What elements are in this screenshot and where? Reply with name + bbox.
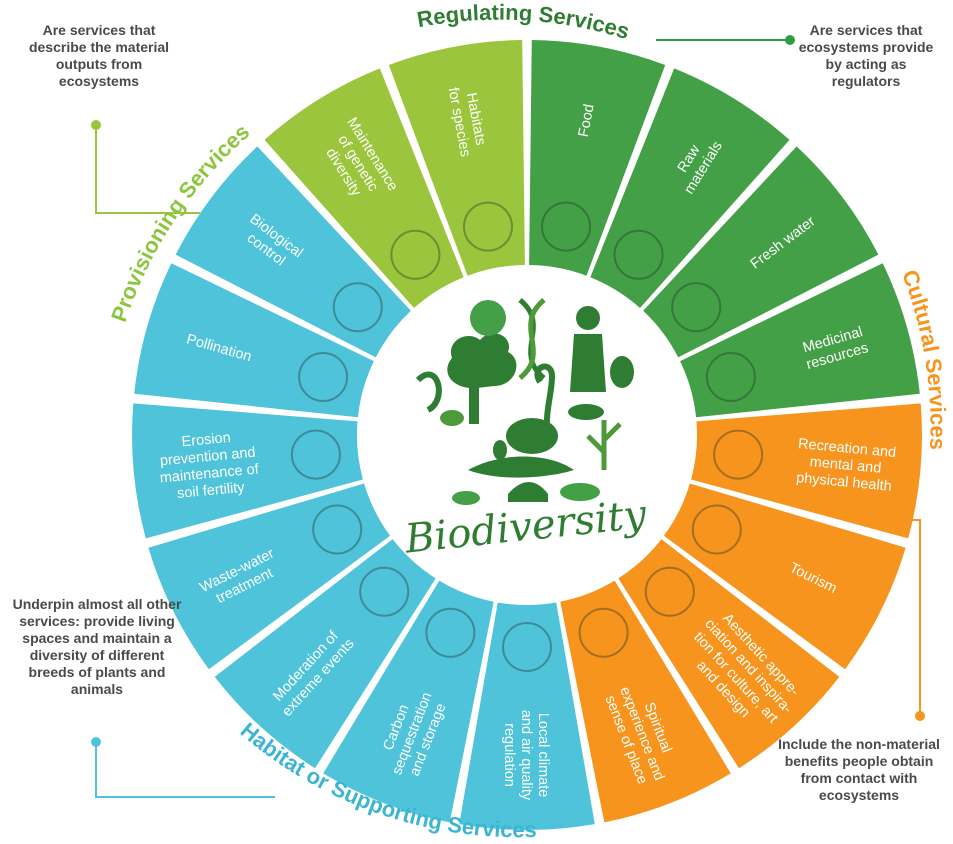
- soil-tree-icon: [290, 429, 341, 480]
- regulating-note: Are services that ecosystems provide by …: [798, 22, 934, 89]
- acorn-icon: [493, 440, 507, 460]
- segment-medicinal-resources-wedge: [680, 263, 920, 418]
- provisioning-connector-dot: [91, 120, 101, 130]
- segment-erosion-label-line: Erosion: [181, 430, 231, 450]
- segment-waste-water-wedge: [148, 483, 391, 670]
- dna-strand-icon: [518, 298, 546, 380]
- supporting-connector-dot: [91, 737, 101, 747]
- water-filter-icon: [312, 504, 363, 555]
- hikers-icon: [713, 429, 764, 480]
- segment-food-label: Food: [576, 103, 598, 138]
- flamingo-icon: [534, 363, 556, 439]
- bush-icon: [506, 418, 558, 454]
- segment-local-climate-label-line: Local climate: [535, 713, 551, 798]
- segment-genetic-diversity: Maintenanceof geneticdiversity: [264, 68, 464, 309]
- monkey-icon: [610, 356, 634, 388]
- tourist-icon: [691, 504, 742, 555]
- mushroom-icon: [452, 491, 480, 505]
- co2-icon: [425, 607, 476, 658]
- segment-spiritual: Spiritualexperience andsense of place: [560, 580, 731, 823]
- segment-local-climate-label: Local climateand air qualityregulation: [501, 710, 551, 801]
- segment-carbon: Carbonsequestrationand storage: [323, 580, 494, 823]
- segment-local-climate-label-line: regulation: [501, 723, 517, 787]
- wheat-fish-icon: [541, 201, 591, 252]
- segment-medicinal-resources: Medicinalresources: [680, 263, 920, 418]
- supporting-connector: [95, 742, 275, 798]
- coral-icon: [586, 420, 622, 470]
- bird-icon: [568, 404, 604, 420]
- segment-local-climate-label-line: and air quality: [518, 710, 534, 801]
- bird-nest-icon: [463, 201, 513, 252]
- logs-icon: [613, 229, 664, 280]
- provisioning-connector: [95, 125, 200, 214]
- segment-aesthetic-wedge: [618, 539, 840, 769]
- segment-local-climate: Local climateand air qualityregulation: [459, 602, 595, 830]
- segment-pollination-wedge: [134, 263, 374, 418]
- segment-recreation-wedge: [691, 403, 922, 539]
- segment-carbon-wedge: [323, 580, 494, 823]
- snake-icon: [415, 371, 442, 413]
- segment-extreme-events: Moderation ofextreme events: [214, 539, 436, 769]
- human-body-icon: [570, 334, 606, 392]
- segment-food: Food: [529, 40, 666, 276]
- segment-recreation-label-line: mental and: [809, 454, 882, 477]
- tree-icon: [447, 333, 517, 389]
- segment-extreme-events-wedge: [214, 539, 436, 769]
- butterfly-icon: [440, 410, 464, 426]
- jellyfish-icon: [470, 300, 506, 336]
- segment-erosion-label: Erosionprevention andmaintenance ofsoil …: [156, 427, 262, 503]
- segment-habitats-wedge: [388, 40, 525, 276]
- segment-raw-materials: Rawmaterials: [590, 68, 790, 309]
- segment-genetic-diversity-label: Maintenanceof geneticdiversity: [315, 115, 401, 212]
- shark-icon: [468, 456, 574, 478]
- human-head-icon: [576, 306, 600, 330]
- segment-food-wedge: [529, 40, 666, 276]
- segment-recreation: Recreation andmental andphysical health: [691, 403, 922, 539]
- dna-icon: [390, 229, 441, 280]
- spiral-art-icon: [644, 566, 695, 617]
- tree-cloud-icon: [502, 622, 552, 672]
- segment-biological-control: Biologicalcontrol: [175, 146, 411, 358]
- segment-pollination: Pollination: [134, 263, 374, 418]
- biodiversity-hub: Biodiversity: [362, 270, 692, 600]
- meditation-icon: [578, 607, 629, 658]
- segment-genetic-diversity-wedge: [264, 68, 464, 309]
- tap-water-icon: [671, 282, 722, 333]
- biodiversity-illustration-icon: [415, 298, 634, 505]
- segment-fresh-water: Fresh water: [643, 146, 879, 358]
- segment-local-climate-wedge: [459, 602, 595, 830]
- wave-icon: [508, 482, 548, 502]
- wave-icon: [359, 566, 410, 617]
- segment-waste-water: Waste-watertreatment: [148, 483, 391, 670]
- cultural-note: Include the non-material benefits people…: [778, 736, 940, 803]
- regulating-title: Regulating Services: [415, 0, 632, 44]
- segment-habitats: Habitatsfor species: [388, 40, 525, 276]
- fish-icon: [560, 483, 600, 501]
- segment-recreation-label: Recreation andmental andphysical health: [794, 436, 897, 495]
- segment-tourism-wedge: [663, 483, 906, 670]
- segment-fresh-water-wedge: [643, 146, 879, 358]
- cultural-connector-dot: [915, 711, 925, 721]
- segment-spiritual-wedge: [560, 580, 731, 823]
- flower-bee-icon: [298, 352, 349, 402]
- tree-trunk-icon: [469, 384, 479, 424]
- bird-insect-icon: [332, 282, 383, 333]
- segment-biological-control-wedge: [175, 146, 411, 358]
- segment-raw-materials-wedge: [590, 68, 790, 309]
- caduceus-icon: [705, 352, 756, 402]
- provisioning-note: Are services that describe the material …: [28, 22, 170, 89]
- segment-aesthetic: Aesthetic appre-ciation and inspira-tion…: [618, 539, 840, 769]
- regulating-connector-dot: [785, 35, 795, 45]
- segment-food-label-line: Food: [576, 103, 598, 138]
- segment-erosion-label-line: soil fertility: [176, 480, 246, 502]
- segment-erosion-wedge: [132, 403, 363, 539]
- segment-tourism: Tourism: [663, 483, 906, 670]
- supporting-note: Underpin almost all other services: prov…: [12, 596, 182, 697]
- segment-erosion: Erosionprevention andmaintenance ofsoil …: [132, 403, 363, 539]
